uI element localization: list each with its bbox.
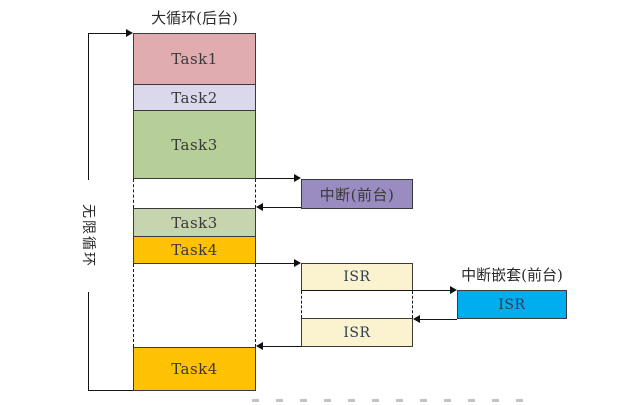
task4-label: Task4 [171,241,218,259]
task1-label: Task1 [171,50,218,68]
gap1-dashed-left [133,179,134,208]
task4-block-second: Task4 [133,347,256,391]
task4-block-first: Task4 [133,236,256,264]
arrow-return-from-interrupt-head-icon [256,203,263,211]
isr-label-first: ISR [343,269,371,285]
arrow-return-to-task4-head-icon [256,342,263,350]
loop-arrowhead-icon [126,29,133,37]
arrow-return-from-nested-isr-head-icon [413,315,420,323]
task3-label: Task3 [171,135,218,154]
arrow-to-isr-head-icon [294,259,301,267]
diagram-title: 大循环(后台) [151,9,238,27]
arrow-to-interrupt [256,178,295,179]
gap2-dashed-left [133,264,134,347]
arrow-return-from-nested-isr [416,319,457,320]
task3-block-second: Task3 [133,208,256,237]
interrupt-label: 中断(前台) [319,185,395,204]
nested-isr-block: ISR [457,290,567,319]
infinite-loop-line-bottom [88,390,133,391]
isr-gap-dashed-left [301,291,302,318]
nested-interrupt-title: 中断嵌套(前台) [461,266,563,284]
isr-gap-dashed-right [412,291,413,318]
arrow-to-nested-isr-head-icon [450,286,457,294]
task4-label-second: Task4 [171,360,218,378]
task1-block: Task1 [133,33,256,85]
arrow-to-nested-isr [301,290,450,291]
task2-label: Task2 [171,88,218,107]
isr-block-second: ISR [301,318,413,347]
infinite-loop-line-top [88,33,126,34]
arrow-return-to-task4 [259,346,301,347]
nested-isr-label: ISR [498,296,526,313]
isr-label-second: ISR [343,324,371,341]
gap1-dashed-right [255,179,256,208]
arrow-return-from-interrupt [259,207,301,208]
arrow-to-interrupt-head-icon [294,174,301,182]
task3-label-second: Task3 [171,213,218,232]
task3-block-first: Task3 [133,110,256,179]
arrow-to-isr [256,263,295,264]
infinite-loop-label: 无限循环 [80,180,96,292]
gap2-dashed-right [255,264,256,347]
task2-block: Task2 [133,84,256,111]
interrupt-block: 中断(前台) [301,179,413,209]
isr-block-first: ISR [301,263,413,291]
caption-fragment [252,399,524,402]
